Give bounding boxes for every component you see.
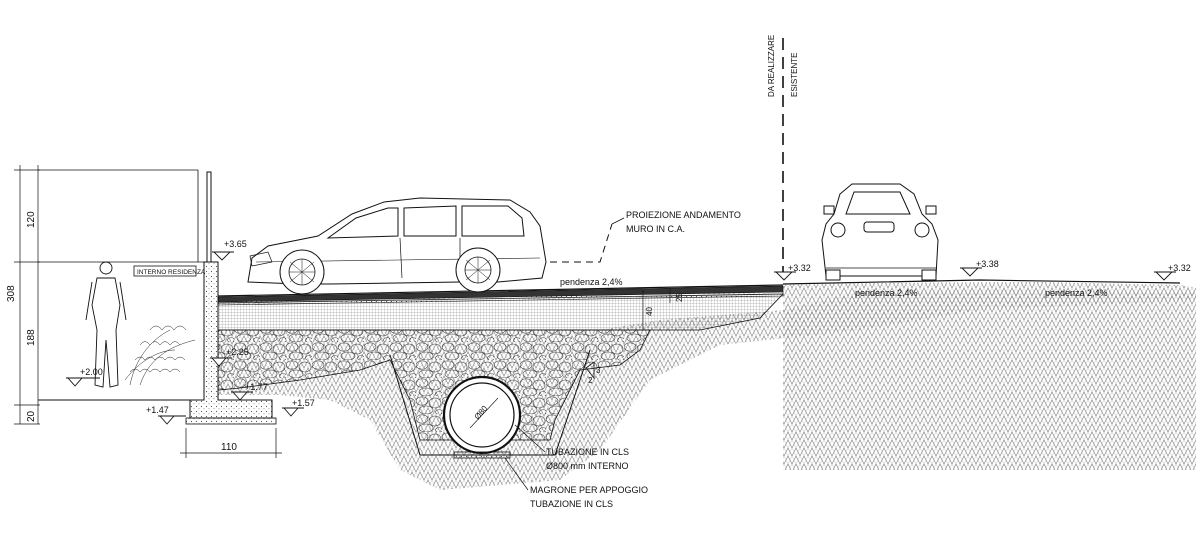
dim-20: 20 bbox=[26, 410, 37, 422]
bottom-dimension-line bbox=[180, 428, 282, 458]
pendenza-right-label: pendenza 2,4% bbox=[1045, 288, 1108, 298]
slope-ratio-bottom: 2 bbox=[588, 376, 593, 385]
road-surface-line bbox=[217, 284, 784, 297]
svg-text:+3.65: +3.65 bbox=[224, 239, 247, 249]
tubazione-leader bbox=[514, 424, 546, 453]
magrone-leader bbox=[504, 457, 529, 491]
interno-residenza-label: INTERNO RESIDENZA bbox=[137, 269, 206, 276]
interno-residenza-tag bbox=[133, 265, 197, 277]
projection-leader bbox=[611, 217, 625, 225]
da-realizzare-label: DA REALIZZARE bbox=[767, 35, 776, 97]
svg-text:+1.77: +1.77 bbox=[245, 382, 268, 392]
pendenza-main-label: pendenza 2,4% bbox=[560, 277, 623, 287]
elevation-marker-365: +3.65 bbox=[212, 239, 247, 261]
svg-text:+2.00: +2.00 bbox=[80, 367, 103, 377]
elevation-marker-200: +2.00 bbox=[66, 367, 103, 387]
proiezione-label-line2: MURO IN C.A. bbox=[626, 224, 685, 234]
dim-308: 308 bbox=[6, 285, 17, 302]
elevation-marker-332-right: +3.32 bbox=[1154, 263, 1191, 281]
left-dimension-lines bbox=[14, 165, 40, 425]
wall-footing-base bbox=[185, 417, 277, 425]
dim-25: 25 bbox=[675, 293, 684, 302]
slope-ratio-marker bbox=[585, 361, 595, 380]
pendenza-mid-label: pendenza 2,4% bbox=[855, 288, 918, 298]
proiezione-label-line1: PROIEZIONE ANDAMENTO bbox=[626, 210, 741, 220]
stone-fill-layer bbox=[217, 329, 651, 441]
elevation-marker-225: +2.25 bbox=[210, 347, 249, 367]
slope-ratio-top: 3 bbox=[596, 366, 601, 375]
svg-text:+1.57: +1.57 bbox=[292, 398, 315, 408]
elevation-marker-157: +1.57 bbox=[282, 398, 315, 417]
vegetation bbox=[124, 325, 196, 386]
existing-road-surface bbox=[782, 279, 1181, 285]
station-wagon-car bbox=[247, 197, 547, 295]
magrone-bedding bbox=[453, 451, 511, 459]
elevation-marker-147: +1.47 bbox=[146, 405, 186, 425]
svg-text:+1.47: +1.47 bbox=[146, 405, 169, 415]
elevation-marker-177: +1.77 bbox=[231, 382, 268, 401]
person-figure bbox=[85, 261, 127, 388]
elevation-marker-338: +3.38 bbox=[960, 259, 999, 277]
svg-text:+3.32: +3.32 bbox=[788, 263, 811, 273]
concrete-pipe: Ø80 bbox=[442, 375, 522, 455]
front-view-car bbox=[821, 183, 939, 281]
layer-thickness-dims bbox=[642, 288, 671, 330]
dim-40: 40 bbox=[645, 307, 654, 316]
dim-120: 120 bbox=[26, 211, 37, 228]
svg-text:+3.38: +3.38 bbox=[976, 259, 999, 269]
dim-188: 188 bbox=[26, 329, 37, 346]
dim-110: 110 bbox=[221, 442, 237, 453]
residence-outline bbox=[38, 169, 204, 401]
esistente-label: ESISTENTE bbox=[790, 53, 799, 97]
wall-projection-dashed-line bbox=[538, 223, 613, 263]
tubazione-label-line1: TUBAZIONE IN CLS bbox=[546, 447, 629, 457]
magrone-label-line1: MAGRONE PER APPOGGIO bbox=[530, 485, 648, 495]
tubazione-label-line2: Ø800 mm INTERNO bbox=[546, 461, 629, 471]
elevation-marker-332-main: +3.32 bbox=[774, 263, 811, 281]
existing-ground-terrain bbox=[783, 282, 1196, 470]
magrone-label-line2: TUBAZIONE IN CLS bbox=[530, 499, 613, 509]
svg-text:+2.25: +2.25 bbox=[226, 347, 249, 357]
svg-text:+3.32: +3.32 bbox=[1168, 263, 1191, 273]
fence-post bbox=[206, 171, 212, 263]
